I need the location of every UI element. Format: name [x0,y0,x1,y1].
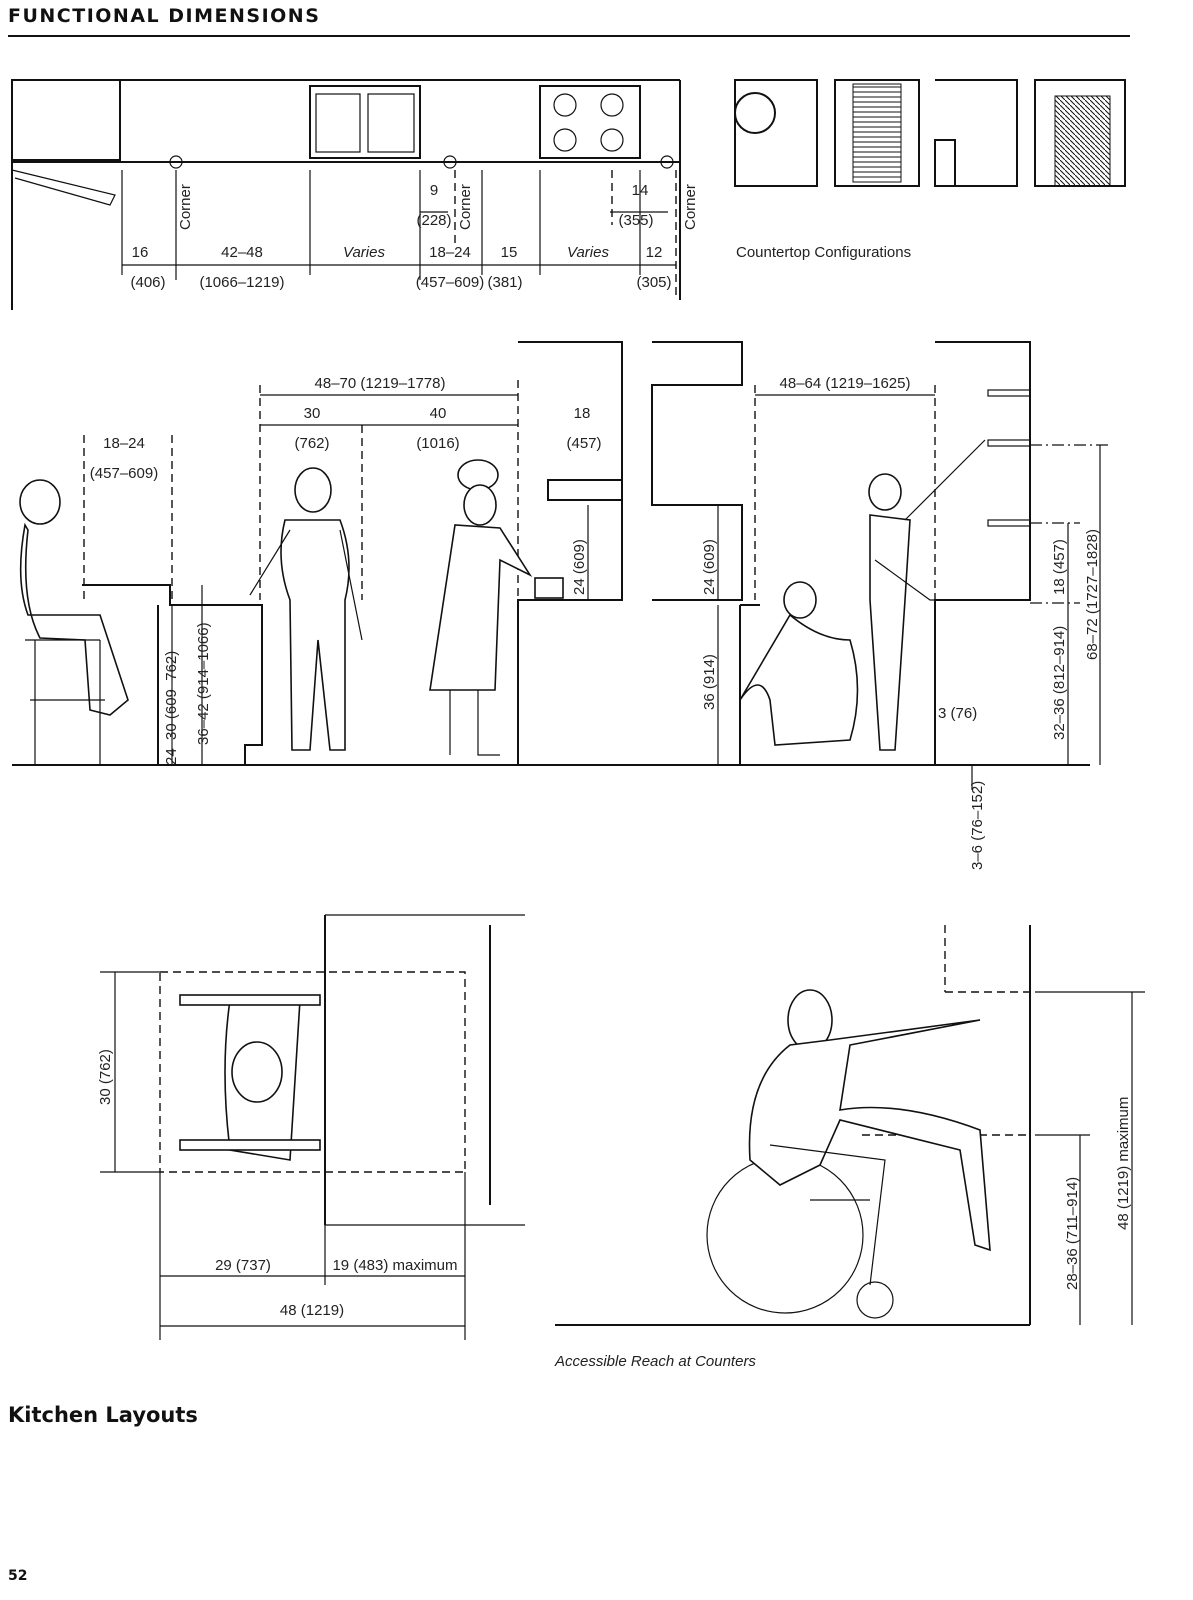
dim-18-24: 18–24 [429,244,471,261]
dim-305: (305) [636,274,671,291]
countertop-caption: Countertop Configurations [736,244,911,261]
corner-label-1: Corner [177,184,194,230]
dim-a4m: (1016) [416,435,459,452]
dim-varies-2: Varies [567,244,609,261]
seated-person-figure [19,479,129,765]
wheelchair-user-top-figure [179,994,321,1161]
wheelchair-plan-view: 30 (762) 29 (737) 19 (483) maximum 48 (1… [97,914,525,1340]
dim-12: 12 [646,244,663,261]
dim-15: 15 [501,244,518,261]
dim-w1: 30 (762) [97,1049,114,1105]
dim-a4: 40 [430,405,447,422]
page-header: FUNCTIONAL DIMENSIONS [8,5,321,27]
dim-v9: 3–6 (76–152) [969,781,986,870]
dim-14: 14 [632,182,649,199]
dim-457-609: (457–609) [416,274,484,291]
corner-label-2: Corner [457,184,474,230]
dim-a3: 30 [304,405,321,422]
wheelchair-elevation-view: 28–36 (711–914) 48 (1219) maximum Access… [554,925,1145,1370]
header-rule [8,35,1130,37]
dim-a5: 18 [574,405,591,422]
dim-w2: 29 (737) [215,1257,271,1274]
dim-a2: 48–70 (1219–1778) [315,375,446,392]
dim-v5: 3 (76) [938,705,977,722]
dim-v3: 24 (609) [701,539,718,595]
dim-w3: 19 (483) maximum [332,1257,457,1274]
dim-42-48: 42–48 [221,244,263,261]
dim-v7: 32–36 (812–914) [1051,626,1068,740]
dim-a6: 24 (609) [571,539,588,595]
reaching-man-figure [868,439,986,751]
dim-varies-1: Varies [343,244,385,261]
dim-1066-1219: (1066–1219) [199,274,284,291]
kitchen-plan-view: 16 (406) 42–48 (1066–1219) Varies 18–24 … [11,79,699,310]
dim-v8: 68–72 (1727–1828) [1084,529,1101,660]
wheelchair-caption: Accessible Reach at Counters [554,1353,756,1370]
dim-a5m: (457) [566,435,601,452]
sink-icon [309,85,421,159]
dim-16: 16 [132,244,149,261]
dim-a1m: (457–609) [90,465,158,482]
dim-v1: 24–30 (609–762) [163,651,180,765]
dim-w5: 28–36 (711–914) [1064,1177,1081,1290]
page-number: 52 [8,1568,28,1584]
crouching-person-figure [739,581,859,746]
corner-label-3: Corner [682,184,699,230]
standing-woman-figure [249,467,363,751]
dim-a3m: (762) [294,435,329,452]
dim-w6: 48 (1219) maximum [1115,1097,1132,1230]
dim-355: (355) [618,212,653,229]
dim-v2: 36–42 (914–1066) [195,622,212,745]
dim-a1: 18–24 [103,435,145,452]
kitchen-elevations: 18–24 (457–609) 48–70 (1219–1778) 30 (76… [12,341,1110,870]
dim-v6: 18 (457) [1051,539,1068,595]
dim-9: 9 [430,182,438,199]
cooktop-icon [539,85,641,159]
dim-381: (381) [487,274,522,291]
dim-v4: 36 (914) [701,654,718,710]
chef-figure [429,459,564,756]
countertop-configurations: Countertop Configurations [734,79,1126,261]
wheelchair-user-side-figure [706,989,991,1319]
dim-228: (228) [416,212,451,229]
dim-a7: 48–64 (1219–1625) [780,375,911,392]
section-title: Kitchen Layouts [8,1403,198,1427]
dim-w4: 48 (1219) [280,1302,344,1319]
dim-406: (406) [130,274,165,291]
